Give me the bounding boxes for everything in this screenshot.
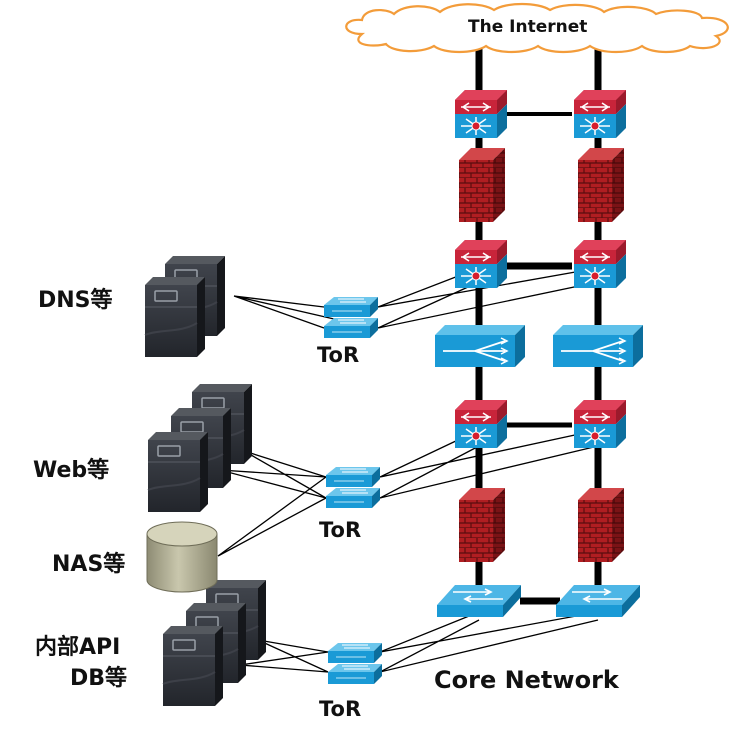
firewall-icon [459, 488, 505, 562]
internet-cloud-icon [345, 2, 729, 54]
router-stack-icon [454, 89, 508, 139]
tor-switch-icon [325, 466, 381, 509]
firewall-icon [459, 148, 505, 222]
nas-group-label: NAS等 [52, 552, 126, 577]
core-switch-icon [436, 584, 522, 618]
firewall-icon [578, 488, 624, 562]
api-group-label-line1: 内部API [35, 635, 121, 660]
router-stack-icon [454, 399, 508, 449]
links [217, 45, 602, 673]
firewall-icon [578, 148, 624, 222]
api-group-label-line2: DB等 [70, 666, 128, 691]
internet-cloud-label: The Internet [468, 17, 588, 37]
dns-group-label: DNS等 [38, 288, 113, 313]
core-switch-icon [555, 584, 641, 618]
core-network-label: Core Network [434, 666, 619, 694]
tor-switch-icon [323, 296, 379, 339]
nas-cylinder-icon [146, 521, 218, 593]
tor-label: ToR [319, 697, 362, 721]
server-icon [144, 276, 206, 358]
tor-switch-icon [327, 642, 383, 685]
server-icon [162, 625, 224, 707]
tor-label: ToR [317, 343, 360, 367]
web-group-label: Web等 [33, 458, 110, 483]
load-balancer-icon [552, 324, 644, 368]
router-stack-icon [573, 239, 627, 289]
tor-label: ToR [319, 518, 362, 542]
load-balancer-icon [434, 324, 526, 368]
router-stack-icon [573, 89, 627, 139]
server-icon [147, 431, 209, 513]
router-stack-icon [454, 239, 508, 289]
router-stack-icon [573, 399, 627, 449]
